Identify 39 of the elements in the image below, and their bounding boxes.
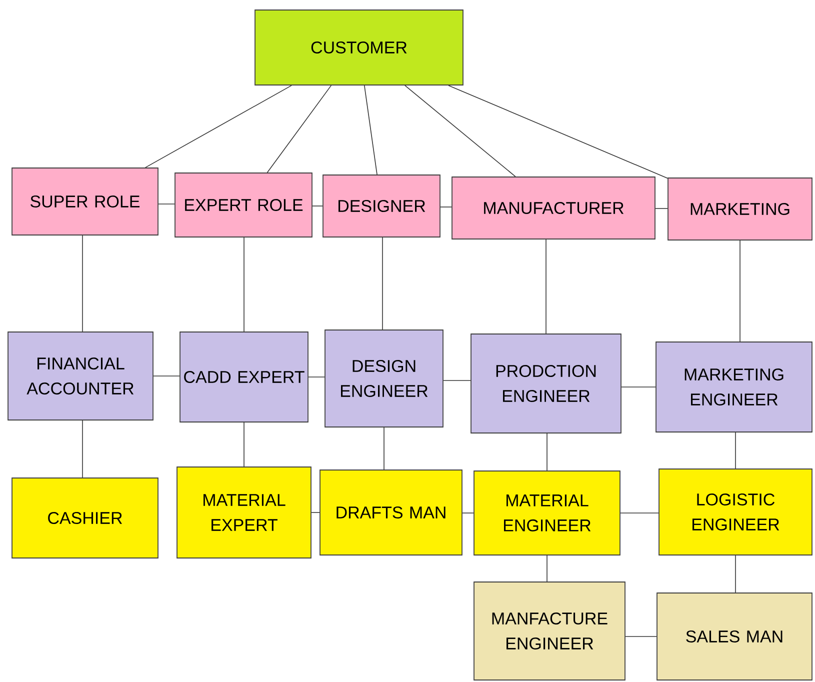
connector-line	[82, 235, 83, 332]
top-box: CUSTOMER	[254, 10, 464, 86]
engineer-box: DESIGN ENGINEER	[324, 330, 444, 428]
connector-line	[311, 512, 320, 513]
engineer-box: CADD EXPERT	[180, 332, 308, 422]
connector-line	[440, 206, 452, 208]
connector-line	[308, 376, 325, 378]
connector-line	[364, 85, 378, 175]
staff-box: MATERIAL EXPERT	[176, 466, 312, 558]
connector-line	[655, 208, 668, 209]
staff-box: DRAFTS MAN	[320, 470, 462, 556]
connector-line	[625, 636, 657, 637]
staff-box: SALES MAN	[656, 592, 812, 680]
role-box: MANUFACTURER	[452, 176, 656, 240]
connector-line	[448, 85, 668, 179]
role-box: SUPER ROLE	[12, 168, 158, 236]
connector-line	[546, 555, 548, 582]
engineer-box: PRODCTION ENGINEER	[470, 334, 622, 434]
connector-line	[546, 433, 548, 471]
staff-box: MATERIAL ENGINEER	[474, 470, 620, 556]
connector-line	[382, 237, 383, 330]
staff-box: MANFACTURE ENGINEER	[474, 582, 626, 680]
connector-line	[404, 85, 516, 177]
role-box: DESIGNER	[322, 174, 440, 238]
connector-line	[735, 555, 736, 593]
connector-line	[443, 380, 471, 381]
connector-line	[462, 512, 474, 514]
connector-line	[621, 386, 656, 388]
engineer-box: MARKETING ENGINEER	[656, 342, 812, 432]
role-box: MARKETING	[668, 178, 812, 240]
connector-line	[82, 420, 83, 478]
staff-box: LOGISTIC ENGINEER	[658, 468, 812, 556]
staff-box: CASHIER	[12, 478, 158, 558]
connector-line	[266, 85, 332, 173]
engineer-box: FINANCIAL ACCOUNTER	[8, 332, 154, 420]
role-box: EXPERT ROLE	[174, 172, 312, 238]
connector-line	[144, 85, 292, 168]
connector-line	[735, 432, 736, 469]
connector-line	[620, 512, 659, 514]
